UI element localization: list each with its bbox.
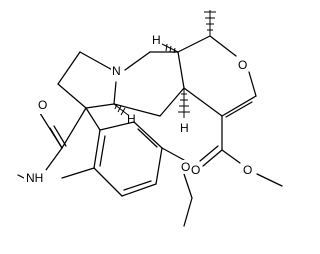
methoxy-group [161, 147, 193, 227]
oxygen-lactam-label: O [38, 98, 47, 112]
h-bridge-stereo-bond [178, 88, 190, 118]
oxygen-pyran-label: O [238, 58, 247, 72]
methyl-stereo-bond [204, 10, 216, 36]
h-top-label: H [152, 33, 161, 47]
oxygen-ester-single-label: O [243, 163, 252, 177]
molecule-structure: N O O NH O O O H H H [17, 10, 283, 227]
nitrogen-ring-label: N [112, 64, 121, 78]
nh-to-benzene-bond [61, 167, 95, 179]
atom-labels: N O O NH O O O H H H [24, 33, 252, 185]
nh-label: NH [26, 171, 43, 185]
piperidine-ring [113, 51, 185, 117]
lactam-carbonyl [49, 125, 67, 149]
oxygen-ester-carbonyl-label: O [191, 163, 200, 177]
oxindole-benzene-ring [93, 121, 163, 197]
h-top-stereo-bond [161, 43, 179, 54]
h-bridge-label: H [180, 121, 189, 135]
h-spiro-stereo-bond [113, 103, 129, 116]
oxygen-methoxy-label: O [181, 160, 190, 174]
h-spiro-label: H [127, 112, 136, 126]
dihydropyran-ring [177, 35, 257, 118]
methyl-ester-group [199, 115, 283, 187]
pyrrolidine-ring [57, 51, 117, 109]
